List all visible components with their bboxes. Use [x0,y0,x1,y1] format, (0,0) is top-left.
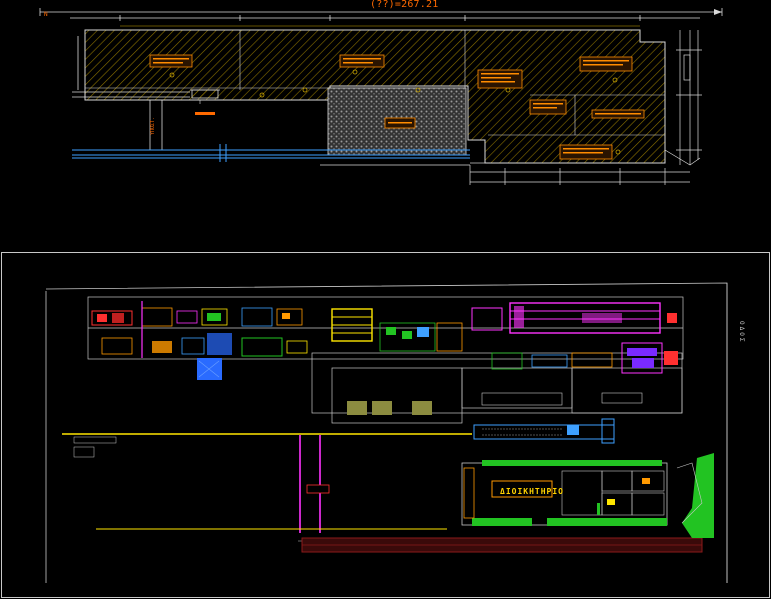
main-building-outline [87,296,684,424]
equipment-right [347,302,678,415]
site-boundary [45,282,728,583]
svg-text:ΥΠΟΣΤ.: ΥΠΟΣΤ. [150,117,156,135]
top-site-plan-drawing: N [39,8,723,185]
magenta-lines [299,435,327,533]
water-pipes [72,144,470,162]
dimension-label: (??)=267.21 [370,0,439,10]
road-label: ΟΔΟΣ [738,321,745,344]
left-label-box [73,436,117,444]
right-dimension-lines [664,30,702,166]
hatched-building-block [84,25,666,164]
admin-building [461,460,668,526]
left-parking-lines [72,89,220,150]
admin-building-label: ΔΙΟΙΚΗΤΗΡΙΟ [500,487,564,496]
bottom-dimension-lines [320,162,690,185]
bottom-floor-plan-drawing [45,282,728,583]
top-viewport-site-plan[interactable]: N [0,0,771,243]
bottom-viewport-floor-plan[interactable]: ΔΙΟΙΚΗΤΗΡΙΟ ΟΔΟΣ [1,252,770,598]
svg-text:N: N [44,11,48,18]
green-landscaping [676,453,714,538]
equipment-left [91,301,463,380]
top-dimension-line [39,8,723,21]
survey-markers [169,69,621,155]
lower-bay [473,418,615,444]
